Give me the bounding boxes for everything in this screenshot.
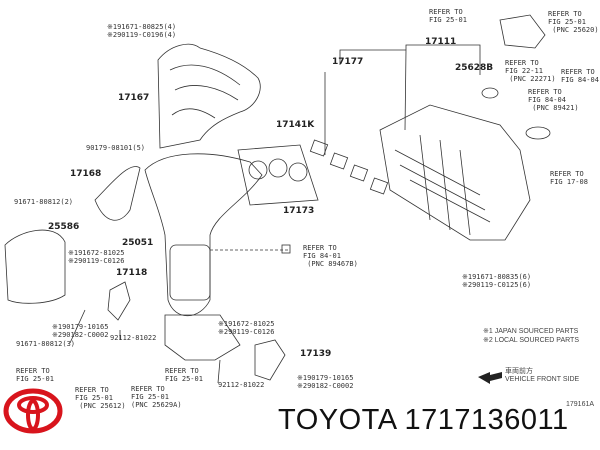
callout: ※290119-C0126 [68,257,125,265]
brand-title: TOYOTA 1717136011 [278,404,569,437]
callout: ※190179-10165 [52,323,109,331]
callout: ※191671-80835(6) [462,273,532,281]
refer-link[interactable]: REFER TO FIG 17-08 [550,170,588,186]
callout: ※290119-C0196(4) [107,31,177,39]
part-17141K: 17141K [276,120,315,130]
throttle-body [499,14,546,49]
callout: ※191672-81025 [218,320,275,328]
part-25628B: 25628B [455,63,494,73]
heat-insulator-17167 [157,43,261,149]
refer-link[interactable]: REFER TO FIG 25-01 (PNC 25612) [75,386,126,410]
note-local: ※2 LOCAL SOURCED PARTS [483,337,579,344]
callout: 92112-81022 [110,334,157,342]
refer-link[interactable]: REFER TO FIG 25-01 (PNC 25629A) [131,385,182,409]
note-japan: ※1 JAPAN SOURCED PARTS [483,328,579,335]
toyota-logo-icon [3,388,63,434]
refer-link[interactable]: REFER TO FIG 25-01 (PNC 25620) [548,10,599,34]
refer-link[interactable]: REFER TO FIG 84-04 (PNC 89421) [528,88,579,112]
callout: ※190179-10165 [297,374,354,382]
part-17177: 17177 [332,57,364,67]
callout: ※290119-C0125(6) [462,281,532,289]
refer-link[interactable]: REFER TO FIG 25-01 [429,8,467,24]
callout: ※191672-81025 [68,249,125,257]
part-25586: 25586 [48,222,80,232]
part-17168: 17168 [70,169,102,179]
refer-link[interactable]: REFER TO FIG 25-01 [165,367,203,383]
gasket-17173 [237,144,319,206]
refer-link[interactable]: REFER TO FIG 84-04 [561,68,599,84]
bracket-17118 [107,281,131,321]
part-25051: 25051 [122,238,154,248]
gasket-17177 [309,139,389,195]
front-arrow-icon [478,372,502,384]
part-17139: 17139 [300,349,332,359]
bracket-17139 [254,339,286,381]
part-17167: 17167 [118,93,150,103]
callout: ※290182-C0002 [52,331,109,339]
callout: 92112-81022 [218,381,265,389]
front-label: VEHICLE FRONT SIDE [505,376,580,383]
exhaust-manifold-25051 [144,153,263,317]
part-17173: 17173 [283,206,315,216]
part-17111: 17111 [425,37,457,47]
figure-id: 179161A [566,401,595,408]
refer-link[interactable]: REFER TO FIG 84-01 (PNC 89467B) [303,244,358,268]
callout: ※191671-80825(4) [107,23,177,31]
callout: ※290182-C0002 [297,382,354,390]
insulator-25586 [4,229,66,304]
brand-name: TOYOTA [278,404,396,436]
refer-link[interactable]: REFER TO FIG 25-01 [16,367,54,383]
callout: 91671-80812(3) [16,340,76,348]
refer-link[interactable]: REFER TO FIG 22-11 (PNC 22271) [505,59,556,83]
intake-manifold-17111 [379,104,531,241]
callout: 91671-80812(2) [14,198,74,206]
callout: 90179-08101(5) [86,144,146,152]
heat-insulator-17168 [94,166,141,221]
part-17118: 17118 [116,268,148,278]
callout: ※290119-C0126 [218,328,275,336]
front-label-jp: 車両前方 [505,368,533,375]
part-number: 1717136011 [404,404,569,436]
